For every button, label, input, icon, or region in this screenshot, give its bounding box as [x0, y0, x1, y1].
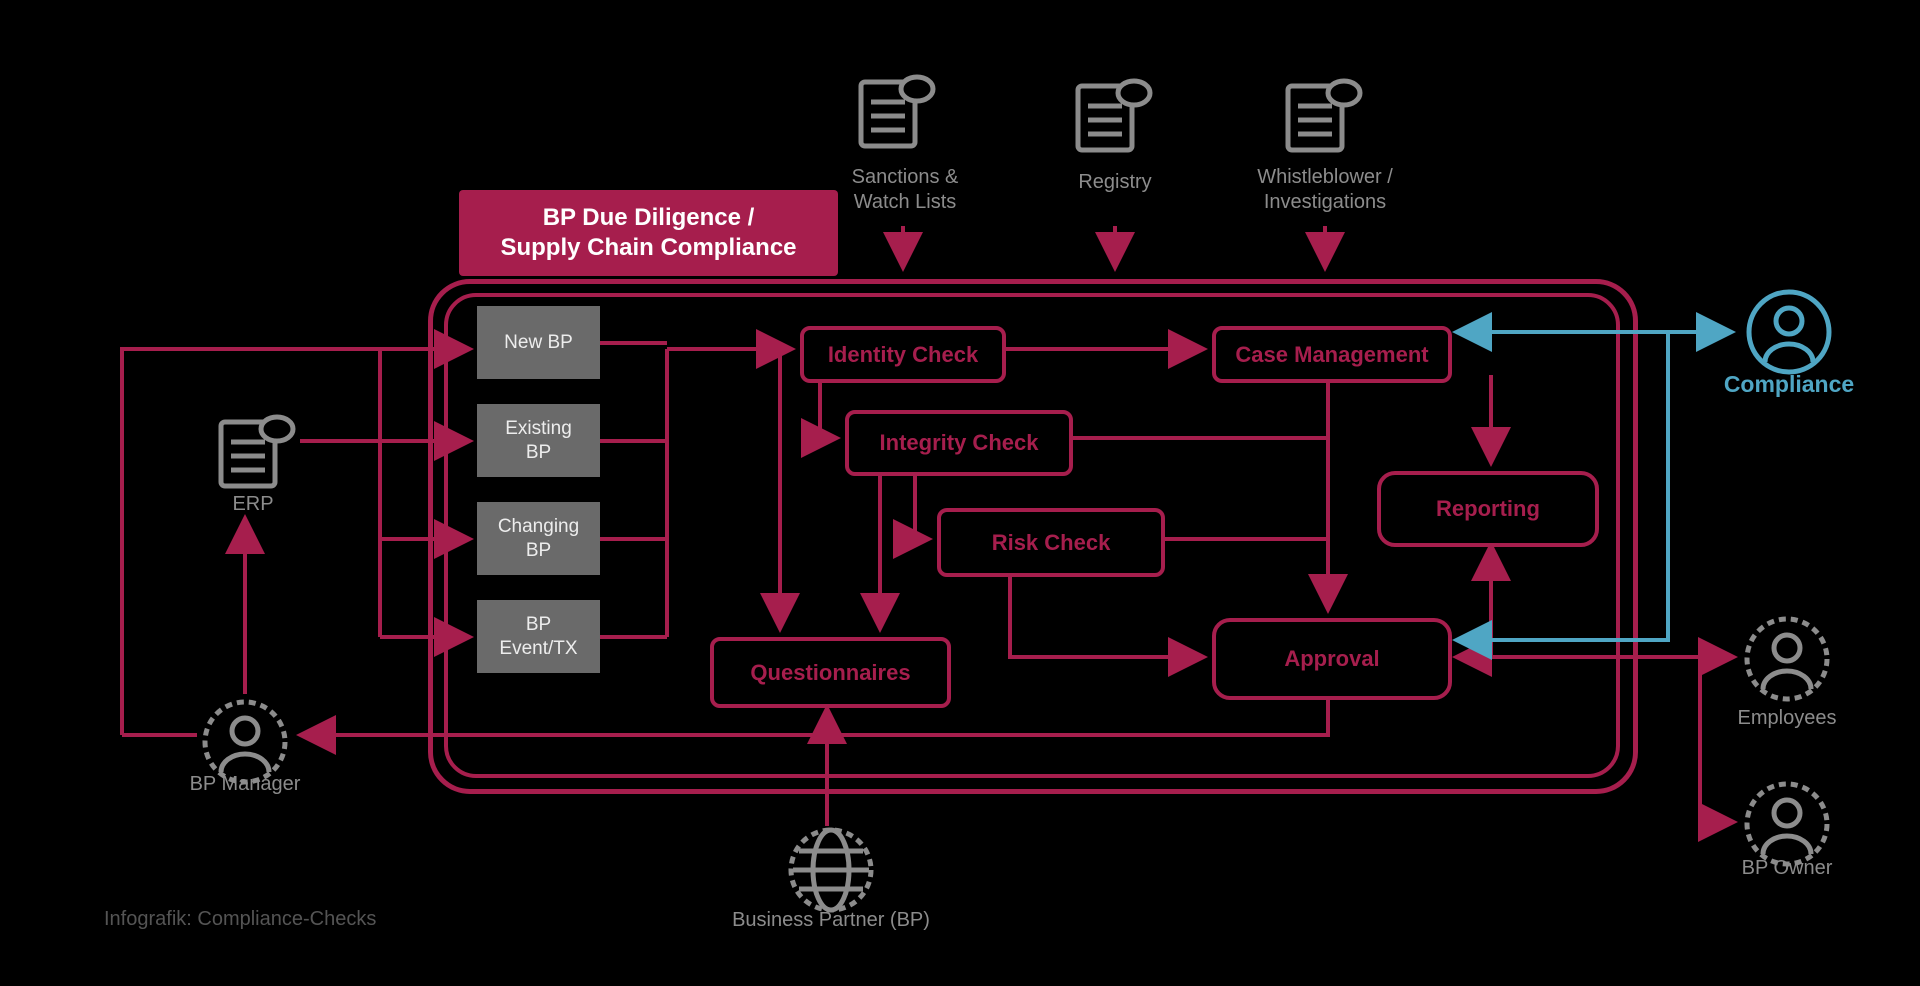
input-bp-event: BP Event/TX [477, 600, 600, 673]
diagram-title: BP Due Diligence / Supply Chain Complian… [459, 190, 838, 276]
reporting-box: Reporting [1377, 471, 1599, 547]
input-new-bp: New BP [477, 306, 600, 379]
input-changing-bp: Changing BP [477, 502, 600, 575]
employees-icon [1744, 616, 1830, 702]
approval-box: Approval [1212, 618, 1452, 700]
business-partner-label: Business Partner (BP) [732, 909, 930, 931]
process-container-outer [428, 279, 1638, 794]
employees-label: Employees [1737, 707, 1837, 729]
footnote-text: Infografik: Compliance-Checks [104, 908, 377, 930]
source-registry-label: Registry [1078, 171, 1152, 193]
whistleblower-icon [1285, 78, 1363, 153]
risk-check-box: Risk Check [937, 508, 1165, 577]
source-whistleblower-label: Whistleblower /Investigations [1257, 166, 1393, 213]
erp-system-icon [218, 414, 296, 489]
bp-owner-icon [1744, 781, 1830, 867]
title-line1: BP Due Diligence / [542, 204, 755, 231]
bp-manager-label: BP Manager [189, 773, 301, 795]
identity-check-box: Identity Check [800, 326, 1006, 383]
integrity-check-box: Integrity Check [845, 410, 1073, 476]
bp-owner-label: BP Owner [1741, 857, 1833, 879]
bp-manager-icon [202, 699, 288, 785]
case-management-box: Case Management [1212, 326, 1452, 383]
compliance-person-icon [1746, 289, 1832, 375]
erp-label: ERP [232, 493, 274, 515]
input-existing-bp: Existing BP [477, 404, 600, 477]
compliance-label: Compliance [1723, 371, 1855, 397]
business-partner-icon [788, 827, 874, 913]
questionnaires-box: Questionnaires [710, 637, 951, 708]
title-line2: Supply Chain Compliance [500, 234, 797, 261]
registry-icon [1075, 78, 1153, 153]
source-sanctions-label: Sanctions &Watch Lists [851, 166, 959, 213]
sanctions-list-icon [858, 74, 936, 149]
